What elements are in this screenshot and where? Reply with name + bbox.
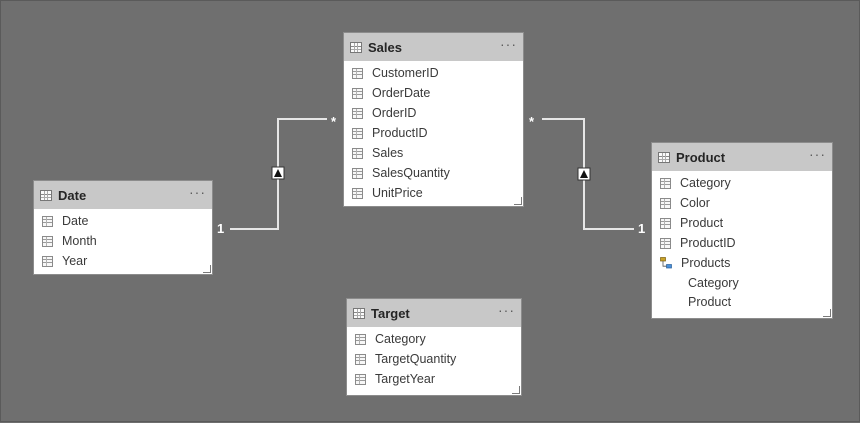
table-icon [40,189,52,201]
column-icon [42,215,53,227]
column-icon [352,87,363,99]
resize-handle[interactable] [514,197,522,205]
field-item[interactable]: ProductID [344,123,523,143]
field-item[interactable]: Category [652,173,832,193]
table-header[interactable]: Target ··· [347,299,521,327]
column-icon [355,373,366,385]
field-item[interactable]: Color [652,193,832,213]
table-title: Product [676,149,726,165]
table-header[interactable]: Product ··· [652,143,832,171]
hierarchy-item[interactable]: Products [652,253,832,273]
column-icon [352,67,363,79]
field-item[interactable]: UnitPrice [344,183,523,203]
more-options-button[interactable]: ··· [809,146,826,162]
column-icon [355,353,366,365]
field-item[interactable]: TargetYear [347,369,521,389]
field-item[interactable]: CustomerID [344,63,523,83]
column-icon [352,167,363,179]
table-title: Date [58,187,87,203]
field-item[interactable]: Sales [344,143,523,163]
table-card-target[interactable]: Target ··· Category TargetQuantity Targe… [346,298,522,396]
cardinality-many-sales-left: * [331,114,337,129]
table-icon [353,307,365,319]
arrow-up-icon [274,169,282,177]
field-item[interactable]: OrderDate [344,83,523,103]
hierarchy-level-item[interactable]: Category [688,276,739,290]
table-header[interactable]: Sales ··· [344,33,523,61]
column-icon [660,197,671,209]
field-item[interactable]: Category [347,329,521,349]
column-icon [352,127,363,139]
field-item[interactable]: Product [652,213,832,233]
more-options-button[interactable]: ··· [500,36,517,52]
table-card-sales[interactable]: Sales ··· CustomerID OrderDate OrderID P… [343,32,524,207]
table-header[interactable]: Date ··· [34,181,212,209]
column-icon [660,237,671,249]
column-icon [352,147,363,159]
table-card-date[interactable]: Date ··· Date Month Year [33,180,213,275]
resize-handle[interactable] [512,386,520,394]
field-item[interactable]: Year [34,251,212,271]
table-icon [658,151,670,163]
column-icon [660,177,671,189]
cardinality-one-product: 1 [638,221,646,236]
field-item[interactable]: TargetQuantity [347,349,521,369]
column-icon [355,333,366,345]
column-icon [42,255,53,267]
field-item[interactable]: SalesQuantity [344,163,523,183]
arrow-up-icon [580,170,588,178]
field-item[interactable]: Date [34,211,212,231]
hierarchy-level-item[interactable]: Product [688,295,732,309]
cardinality-one-date: 1 [217,221,225,236]
field-item[interactable]: ProductID [652,233,832,253]
more-options-button[interactable]: ··· [498,302,515,318]
field-item[interactable]: OrderID [344,103,523,123]
resize-handle[interactable] [203,265,211,273]
table-title: Sales [368,39,402,55]
relationship-product-sales[interactable] [542,118,634,230]
column-icon [352,107,363,119]
table-card-product[interactable]: Product ··· Category Color Product Produ… [651,142,833,319]
more-options-button[interactable]: ··· [189,184,206,200]
table-icon [350,41,362,53]
relationship-date-sales[interactable] [230,118,327,230]
column-icon [660,217,671,229]
column-icon [352,187,363,199]
column-icon [42,235,53,247]
table-title: Target [371,305,410,321]
hierarchy-icon [660,257,672,269]
field-item[interactable]: Month [34,231,212,251]
resize-handle[interactable] [823,309,831,317]
cardinality-many-sales-right: * [529,114,535,129]
